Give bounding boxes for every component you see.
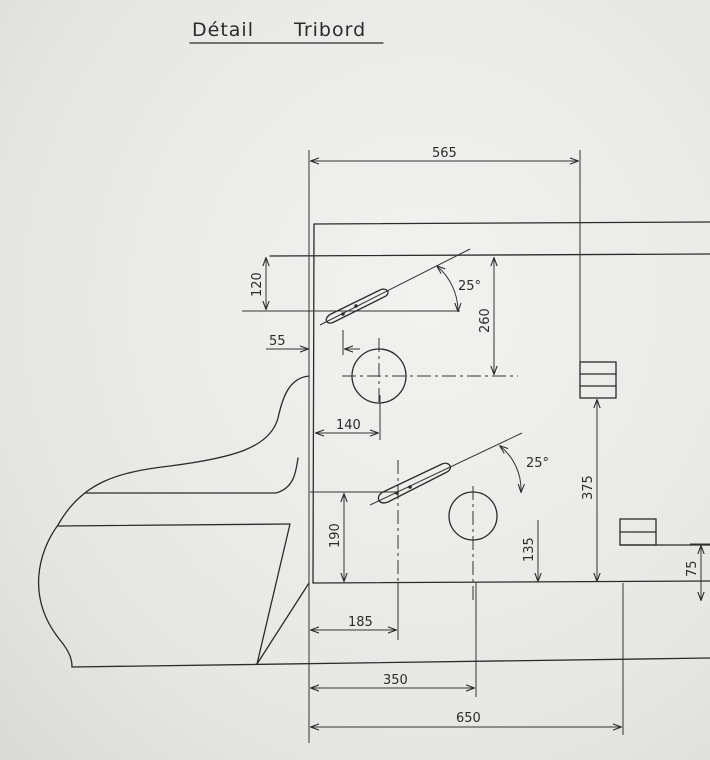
label-angle-upper: 25° <box>458 279 481 294</box>
title-detail: Détail <box>192 19 254 41</box>
upper-fitting-pin <box>341 312 345 316</box>
block-upper <box>579 361 617 399</box>
angle-lower-arc <box>500 446 521 492</box>
panel-outline <box>71 221 710 668</box>
hull-front-slope <box>256 523 291 665</box>
panel-top-edge <box>313 221 710 225</box>
upper-fitting-body <box>325 288 389 324</box>
angle-upper-arc <box>437 266 458 311</box>
upper-fitting-pin-2 <box>354 304 358 308</box>
label-185: 185 <box>348 615 373 630</box>
lower-fitting-pin <box>395 491 399 495</box>
title-tribord: Tribord <box>293 19 366 41</box>
hull-curve-outer <box>38 375 310 668</box>
panel-left-edge <box>312 223 315 584</box>
hull-deck-line <box>57 523 291 527</box>
panel-bottom-edge <box>312 580 710 584</box>
lower-hole-group <box>397 460 498 600</box>
upper-fitting <box>319 248 471 326</box>
hull-curve-inner <box>85 457 299 494</box>
dimension-labels: 565 120 260 55 140 190 135 375 75 185 35… <box>250 146 700 726</box>
reference-line-upper <box>269 253 710 257</box>
label-260: 260 <box>478 308 493 333</box>
upper-fitting-axis <box>319 248 471 326</box>
label-75: 75 <box>685 560 700 577</box>
label-350: 350 <box>383 673 408 688</box>
lower-fitting-axis <box>369 432 523 506</box>
label-135: 135 <box>522 537 537 562</box>
hull-profile <box>38 375 310 668</box>
label-650: 650 <box>456 711 481 726</box>
dimension-lines <box>266 161 701 727</box>
label-190: 190 <box>328 523 343 548</box>
drawing-title: Détail Tribord <box>189 19 384 44</box>
lower-fitting <box>369 432 523 506</box>
label-angle-lower: 25° <box>526 456 549 471</box>
label-55: 55 <box>269 334 286 349</box>
label-120: 120 <box>250 272 265 297</box>
label-375: 375 <box>581 475 596 500</box>
extension-lines <box>242 150 710 743</box>
upper-hole-group <box>342 338 518 405</box>
lower-fitting-body <box>377 462 451 504</box>
hull-brace <box>256 582 310 665</box>
label-565: 565 <box>432 146 457 161</box>
right-blocks <box>579 361 657 546</box>
hull-bottom-line <box>71 657 710 668</box>
label-140: 140 <box>336 418 361 433</box>
lower-fitting-pin-2 <box>408 485 412 489</box>
